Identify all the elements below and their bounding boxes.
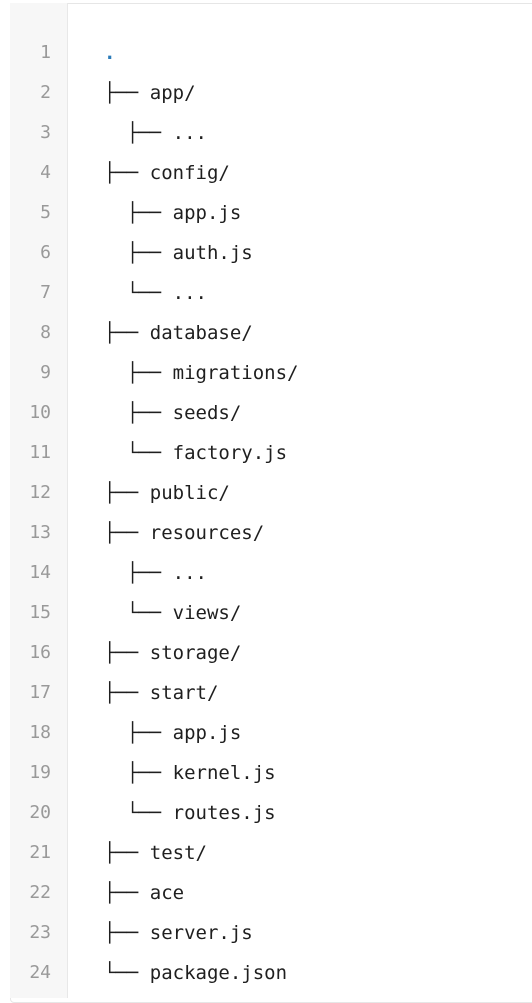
line-number-gutter — [10, 3, 68, 998]
code-line: 21 ├── test/ — [0, 833, 532, 873]
code-line: 13 ├── resources/ — [0, 513, 532, 553]
line-number: 22 — [29, 882, 51, 903]
line-text: ├── config/ — [104, 162, 230, 184]
line-number: 17 — [29, 682, 51, 703]
line-text: . — [104, 42, 116, 64]
line-text: ├── app.js — [104, 202, 242, 224]
line-number: 7 — [40, 282, 51, 303]
line-text: └── factory.js — [104, 442, 288, 464]
code-line: 17 ├── start/ — [0, 673, 532, 713]
code-line: 6 ├── auth.js — [0, 233, 532, 273]
code-line: 1. — [0, 33, 532, 73]
line-number: 20 — [29, 802, 51, 823]
line-number: 13 — [29, 522, 51, 543]
code-line: 12 ├── public/ — [0, 473, 532, 513]
code-line: 3 ├── ... — [0, 113, 532, 153]
line-text: └── package.json — [104, 962, 288, 984]
line-text: ├── seeds/ — [104, 402, 242, 424]
line-text: └── views/ — [104, 602, 242, 624]
line-text: ├── ... — [104, 122, 207, 144]
line-text: ├── public/ — [104, 482, 230, 504]
line-number: 21 — [29, 842, 51, 863]
line-text: ├── ace — [104, 882, 185, 904]
code-line: 5 ├── app.js — [0, 193, 532, 233]
line-text: ├── ... — [104, 562, 207, 584]
line-number: 9 — [40, 362, 51, 383]
line-number: 16 — [29, 642, 51, 663]
code-line: 20 └── routes.js — [0, 793, 532, 833]
code-line: 15 └── views/ — [0, 593, 532, 633]
line-text: ├── test/ — [104, 842, 207, 864]
line-text: ├── app/ — [104, 82, 196, 104]
code-line: 2 ├── app/ — [0, 73, 532, 113]
line-number: 2 — [40, 82, 51, 103]
line-number: 23 — [29, 922, 51, 943]
line-number: 5 — [40, 202, 51, 223]
line-text: ├── storage/ — [104, 642, 242, 664]
line-number: 12 — [29, 482, 51, 503]
line-number: 3 — [40, 122, 51, 143]
code-line: 8 ├── database/ — [0, 313, 532, 353]
code-line: 19 ├── kernel.js — [0, 753, 532, 793]
code-line: 10 ├── seeds/ — [0, 393, 532, 433]
code-line: 18 ├── app.js — [0, 713, 532, 753]
line-number: 14 — [29, 562, 51, 583]
line-text: ├── database/ — [104, 322, 253, 344]
code-line: 4 ├── config/ — [0, 153, 532, 193]
code-line: 22 ├── ace — [0, 873, 532, 913]
code-line: 11 └── factory.js — [0, 433, 532, 473]
line-text: ├── kernel.js — [104, 762, 276, 784]
code-line: 7 └── ... — [0, 273, 532, 313]
code-line: 14 ├── ... — [0, 553, 532, 593]
line-number: 24 — [29, 962, 51, 983]
code-line: 9 ├── migrations/ — [0, 353, 532, 393]
line-number: 19 — [29, 762, 51, 783]
line-text: ├── migrations/ — [104, 362, 299, 384]
line-number: 10 — [29, 402, 51, 423]
code-line: 23 ├── server.js — [0, 913, 532, 953]
code-block — [10, 3, 532, 1003]
code-line: 24 └── package.json — [0, 953, 532, 993]
line-text: ├── start/ — [104, 682, 219, 704]
line-number: 11 — [29, 442, 51, 463]
line-text: ├── app.js — [104, 722, 242, 744]
line-text: ├── resources/ — [104, 522, 265, 544]
line-text: ├── auth.js — [104, 242, 253, 264]
line-number: 4 — [40, 162, 51, 183]
line-number: 6 — [40, 242, 51, 263]
line-number: 8 — [40, 322, 51, 343]
line-number: 18 — [29, 722, 51, 743]
code-line: 16 ├── storage/ — [0, 633, 532, 673]
line-number: 15 — [29, 602, 51, 623]
line-text: └── routes.js — [104, 802, 276, 824]
line-text: ├── server.js — [104, 922, 253, 944]
line-text: └── ... — [104, 282, 207, 304]
line-number: 1 — [40, 42, 51, 63]
code-lines: 1. 2 ├── app/ 3 ├── ... 4 ├── config/ 5 ├─… — [0, 33, 532, 993]
